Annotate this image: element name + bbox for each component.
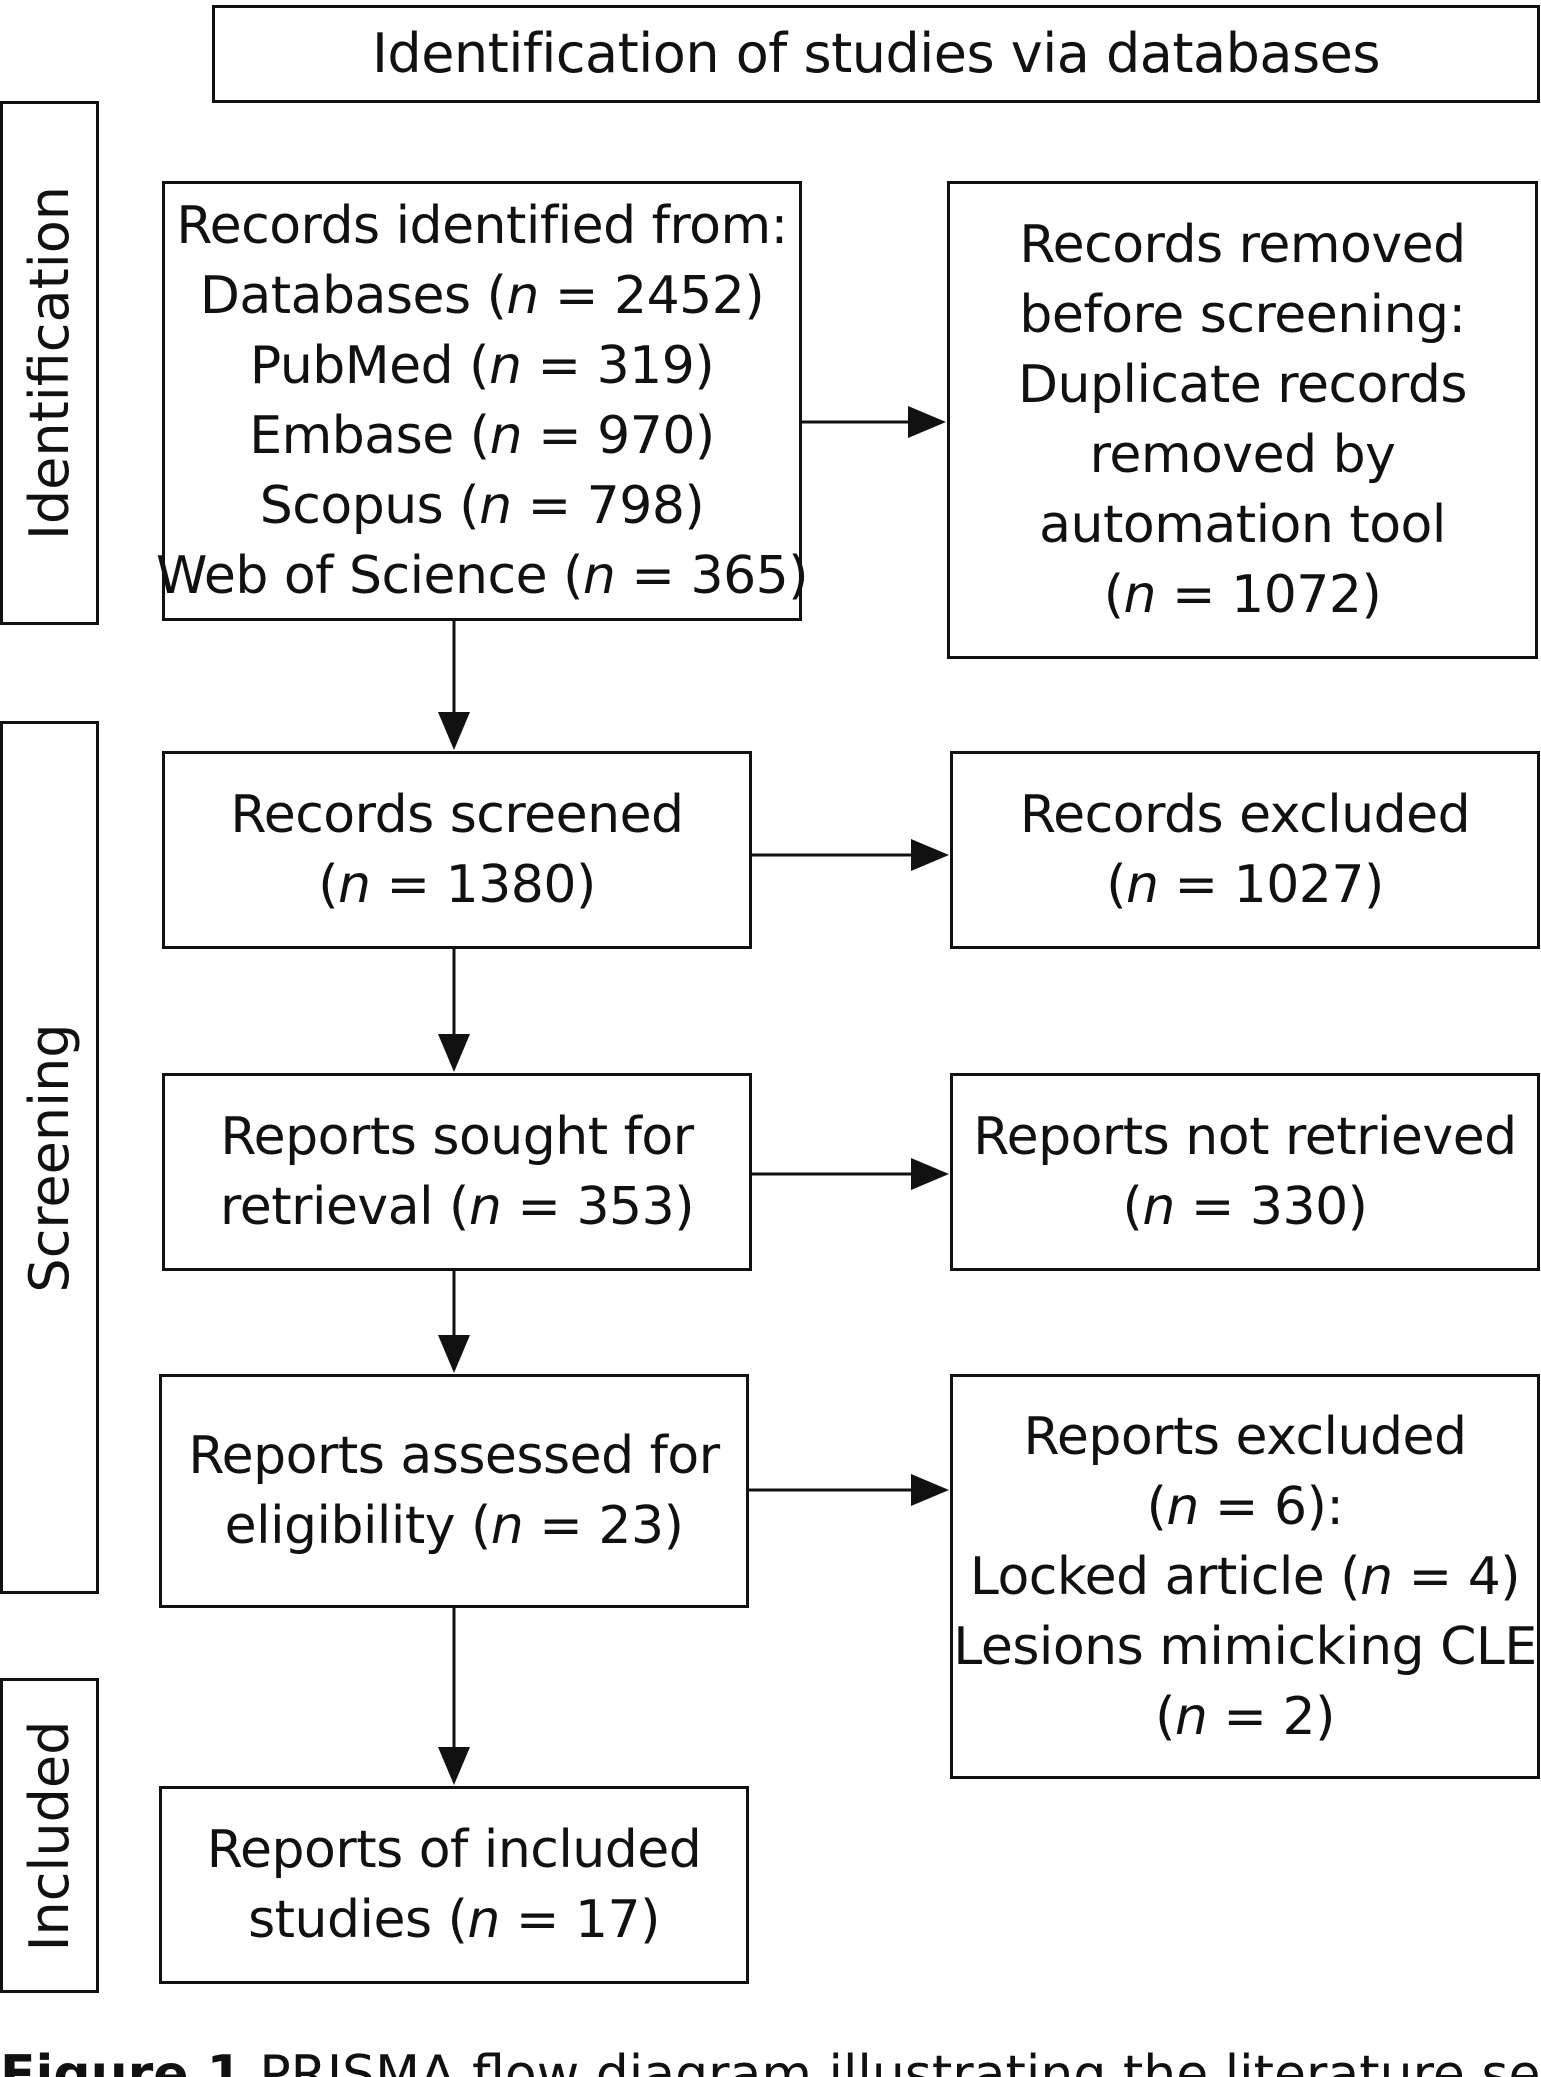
reports-excluded-line-2: (n = 6): <box>1146 1476 1344 1537</box>
identified-line-5: Scopus (n = 798) <box>259 476 705 536</box>
caption-text: PRISMA flow diagram illustrating the lit… <box>259 2045 1541 2077</box>
excluded-line-1: Records excluded <box>1019 785 1471 845</box>
arrowhead-5 <box>438 712 470 750</box>
reports-excluded-line-1: Reports excluded <box>1023 1406 1467 1467</box>
arrowhead-1 <box>908 406 946 438</box>
box-reports-assessed: Reports assessed for eligibility (n = 23… <box>159 1374 749 1608</box>
phase-included: Included <box>0 1678 99 1993</box>
box-reports-included: Reports of included studies (n = 17) <box>159 1786 749 1984</box>
not-retrieved-line-1: Reports not retrieved <box>973 1107 1517 1167</box>
arrowhead-8 <box>438 1747 470 1785</box>
header-title: Identification of studies via databases <box>372 22 1380 85</box>
removed-line-2: before screening: <box>1019 285 1466 345</box>
arrowhead-3 <box>911 1158 949 1190</box>
arrowhead-6 <box>438 1034 470 1072</box>
included-line-1: Reports of included <box>206 1820 702 1880</box>
included-line-2: studies (n = 17) <box>248 1890 660 1950</box>
reports-excluded-line-4: Lesions mimicking CLE <box>953 1616 1537 1677</box>
diagram-header: Identification of studies via databases <box>212 5 1540 103</box>
phase-identification: Identification <box>0 101 99 625</box>
identified-line-4: Embase (n = 970) <box>249 406 715 466</box>
removed-line-4: removed by <box>1089 425 1396 485</box>
box-records-identified: Records identified from: Databases (n = … <box>156 181 809 621</box>
assessed-line-1: Reports assessed for <box>188 1426 720 1486</box>
screened-line-1: Records screened <box>230 785 684 845</box>
removed-line-5: automation tool <box>1039 495 1446 555</box>
excluded-line-2: (n = 1027) <box>1106 855 1384 915</box>
box-reports-sought: Reports sought for retrieval (n = 353) <box>162 1073 752 1271</box>
arrowhead-2 <box>911 839 949 871</box>
box-reports-excluded: Reports excluded (n = 6): Locked article… <box>950 1374 1540 1779</box>
box-records-removed: Records removed before screening: Duplic… <box>947 181 1538 659</box>
identified-line-1: Records identified from: <box>176 196 788 256</box>
arrowhead-4 <box>911 1474 949 1506</box>
identified-line-3: PubMed (n = 319) <box>249 336 715 396</box>
box-reports-not-retrieved: Reports not retrieved (n = 330) <box>950 1073 1540 1271</box>
phase-screening: Screening <box>0 721 99 1594</box>
caption-label: Figure 1 <box>0 2045 243 2077</box>
assessed-line-2: eligibility (n = 23) <box>224 1496 684 1556</box>
not-retrieved-line-2: (n = 330) <box>1122 1177 1368 1237</box>
removed-line-6: (n = 1072) <box>1103 565 1382 625</box>
box-records-excluded: Records excluded (n = 1027) <box>950 751 1540 949</box>
reports-excluded-line-3: Locked article (n = 4) <box>969 1546 1521 1607</box>
identified-line-6: Web of Science (n = 365) <box>155 546 809 606</box>
arrowhead-7 <box>438 1335 470 1373</box>
sought-line-2: retrieval (n = 353) <box>220 1177 694 1237</box>
figure-caption: Figure 1 PRISMA flow diagram illustratin… <box>0 2040 1541 2077</box>
removed-line-3: Duplicate records <box>1018 355 1467 415</box>
screened-line-2: (n = 1380) <box>318 855 596 915</box>
sought-line-1: Reports sought for <box>220 1107 694 1167</box>
identified-line-2: Databases (n = 2452) <box>199 266 765 326</box>
removed-line-1: Records removed <box>1019 215 1466 275</box>
box-records-screened: Records screened (n = 1380) <box>162 751 752 949</box>
reports-excluded-line-5: (n = 2) <box>1155 1686 1335 1747</box>
